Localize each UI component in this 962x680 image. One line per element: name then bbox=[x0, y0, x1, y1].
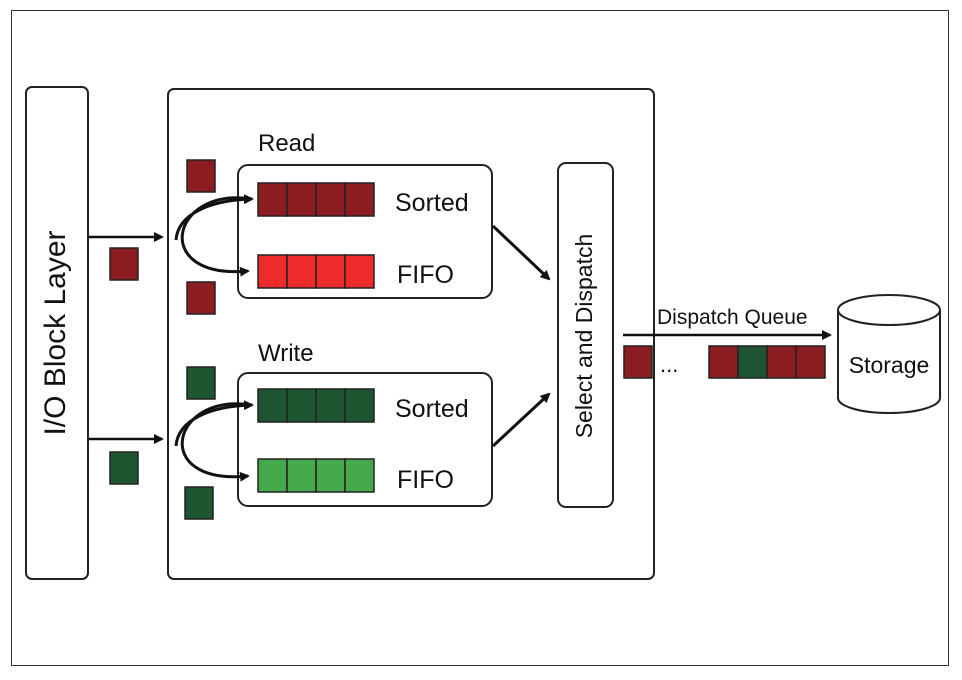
read-sorted-cell bbox=[315, 182, 346, 217]
read-fifo-cell bbox=[344, 254, 375, 289]
read-label: Read bbox=[258, 130, 315, 157]
write-fifo-label: FIFO bbox=[397, 466, 454, 494]
write-label: Write bbox=[258, 340, 314, 367]
write-sorted-cell bbox=[257, 388, 288, 423]
write-fifo-cell bbox=[315, 458, 346, 493]
read-request-block bbox=[109, 247, 139, 281]
read-sorted-label: Sorted bbox=[395, 189, 469, 217]
dispatch-queue-block bbox=[737, 345, 768, 379]
read-request-block bbox=[186, 159, 216, 193]
dispatch-ellipsis: ... bbox=[660, 352, 678, 377]
select-dispatch-box bbox=[557, 162, 614, 508]
read-fifo-label: FIFO bbox=[397, 261, 454, 289]
write-sorted-cell bbox=[315, 388, 346, 423]
write-fifo-cell bbox=[257, 458, 288, 493]
dispatch-queue-block bbox=[708, 345, 739, 379]
read-curved-arrow bbox=[174, 194, 254, 241]
read-fifo-cell bbox=[315, 254, 346, 289]
write-sorted-queue bbox=[257, 388, 375, 423]
write-fifo-cell bbox=[344, 458, 375, 493]
io-block-layer-box bbox=[25, 86, 89, 580]
write-curved-arrow bbox=[180, 402, 253, 482]
read-curved-arrow bbox=[180, 196, 253, 277]
read-fifo-cell bbox=[257, 254, 288, 289]
dispatch-queue-blocks bbox=[708, 345, 826, 379]
write-fifo-cell bbox=[286, 458, 317, 493]
read-sorted-cell bbox=[257, 182, 288, 217]
dispatch-queue-block bbox=[766, 345, 797, 379]
dispatch-queue-label: Dispatch Queue bbox=[657, 306, 808, 329]
read-request-block bbox=[186, 281, 216, 315]
read-sorted-cell bbox=[344, 182, 375, 217]
read-fifo-queue bbox=[257, 254, 375, 289]
select-dispatch-label: Select and Dispatch bbox=[571, 234, 597, 439]
read-to-dispatch-arrow bbox=[491, 224, 551, 281]
read-sorted-cell bbox=[286, 182, 317, 217]
write-request-block bbox=[186, 366, 216, 400]
write-sorted-label: Sorted bbox=[395, 395, 469, 423]
dispatch-queue-block bbox=[623, 345, 653, 379]
write-curved-arrow bbox=[174, 400, 254, 447]
write-sorted-cell bbox=[286, 388, 317, 423]
storage-label: Storage bbox=[849, 352, 930, 378]
write-request-block bbox=[109, 451, 139, 485]
write-request-block bbox=[184, 486, 214, 520]
storage-cylinder bbox=[837, 294, 941, 414]
read-fifo-cell bbox=[286, 254, 317, 289]
dispatch-queue-block bbox=[795, 345, 826, 379]
write-to-dispatch-arrow bbox=[491, 392, 551, 448]
read-sorted-queue bbox=[257, 182, 375, 217]
write-sorted-cell bbox=[344, 388, 375, 423]
io-block-layer-label: I/O Block Layer bbox=[39, 230, 72, 435]
write-fifo-queue bbox=[257, 458, 375, 493]
